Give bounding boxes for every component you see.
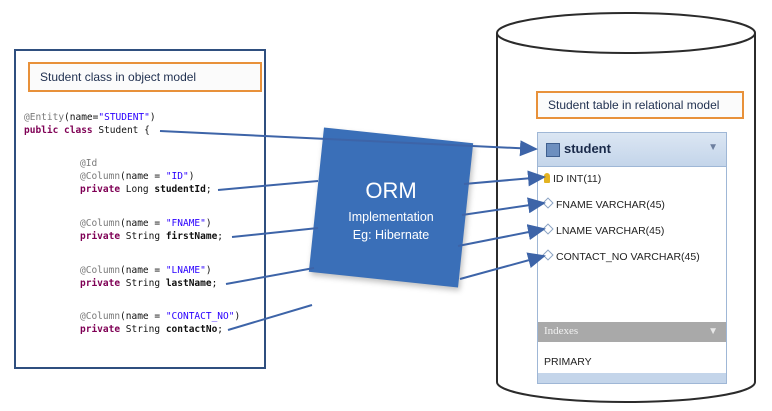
code-field-name: lastName bbox=[165, 278, 212, 289]
code-keyword: private bbox=[80, 231, 121, 242]
column-text: FNAME VARCHAR(45) bbox=[556, 199, 665, 211]
code-annotation: @Column bbox=[80, 265, 121, 276]
column-annotation-line: @Column(name = "CONTACT_NO") bbox=[80, 311, 240, 323]
code-text: ) bbox=[205, 265, 212, 276]
field-declaration-line: private String contactNo; bbox=[80, 324, 223, 336]
code-field-name: firstName bbox=[165, 231, 218, 242]
indexes-header: Indexes ▼ bbox=[538, 322, 726, 342]
arrow-id-to-orm bbox=[217, 180, 319, 191]
code-class-name: Student { bbox=[92, 125, 150, 136]
code-type: Long bbox=[120, 184, 155, 195]
class-declaration-line: public class Student { bbox=[24, 125, 150, 137]
code-type: String bbox=[120, 278, 166, 289]
code-string: "STUDENT" bbox=[98, 112, 150, 123]
code-string: "ID" bbox=[165, 171, 189, 182]
orm-implementation-label: Implementation bbox=[348, 210, 434, 224]
field-declaration-line: private String firstName; bbox=[80, 231, 223, 243]
column-text: CONTACT_NO VARCHAR(45) bbox=[556, 251, 700, 263]
arrow-orm-to-id bbox=[463, 170, 546, 187]
column-row: CONTACT_NO VARCHAR(45) bbox=[542, 249, 700, 263]
code-string: "CONTACT_NO" bbox=[165, 311, 235, 322]
relational-model-title: Student table in relational model bbox=[536, 91, 744, 119]
arrow-orm-to-fname bbox=[461, 197, 546, 216]
cylinder-top bbox=[496, 12, 756, 54]
code-keyword: private bbox=[80, 184, 121, 195]
key-icon bbox=[544, 173, 550, 183]
code-annotation: @Id bbox=[80, 158, 98, 169]
column-annotation-line: @Column(name = "LNAME") bbox=[80, 265, 212, 277]
code-string: "FNAME" bbox=[165, 218, 206, 229]
arrow-lname-to-orm bbox=[225, 267, 315, 285]
code-text: ) bbox=[149, 112, 156, 123]
object-model-panel bbox=[14, 49, 266, 369]
table-name: student bbox=[564, 141, 611, 156]
orm-subtitle: Implementation Eg: Hibernate bbox=[316, 208, 466, 244]
column-text: ID INT(11) bbox=[553, 173, 602, 185]
code-annotation: @Column bbox=[80, 311, 121, 322]
index-value: PRIMARY bbox=[544, 356, 592, 368]
column-annotation-line: @Column(name = "FNAME") bbox=[80, 218, 212, 230]
column-row: FNAME VARCHAR(45) bbox=[542, 197, 665, 211]
arrow-class-to-table bbox=[159, 130, 538, 157]
code-string: "LNAME" bbox=[165, 265, 206, 276]
column-row: ID INT(11) bbox=[544, 173, 601, 185]
chevron-down-icon[interactable]: ▼ bbox=[708, 326, 718, 337]
code-annotation: @Column bbox=[80, 218, 121, 229]
code-field-name: contactNo bbox=[165, 324, 218, 335]
code-text: ; bbox=[205, 184, 212, 195]
code-annotation: @Entity bbox=[24, 112, 65, 123]
code-text: ) bbox=[188, 171, 195, 182]
code-annotation: @Column bbox=[80, 171, 121, 182]
table-header: student ▼ bbox=[538, 133, 726, 167]
code-text: ; bbox=[217, 231, 224, 242]
object-model-title: Student class in object model bbox=[28, 62, 262, 92]
code-text: ; bbox=[217, 324, 224, 335]
column-text: LNAME VARCHAR(45) bbox=[556, 225, 665, 237]
table-icon bbox=[546, 143, 560, 157]
arrow-orm-to-contact bbox=[459, 252, 546, 280]
field-declaration-line: private Long studentId; bbox=[80, 184, 212, 196]
code-text: (name = bbox=[120, 218, 166, 229]
arrow-orm-to-lname bbox=[457, 224, 546, 247]
column-row: LNAME VARCHAR(45) bbox=[542, 223, 665, 237]
code-keyword: private bbox=[80, 278, 121, 289]
chevron-down-icon[interactable]: ▼ bbox=[708, 142, 718, 153]
student-table: student ▼ ID INT(11) FNAME VARCHAR(45) L… bbox=[537, 132, 727, 384]
indexes-label: Indexes bbox=[544, 325, 579, 337]
orm-example-label: Eg: Hibernate bbox=[352, 228, 430, 242]
column-annotation-line: @Column(name = "ID") bbox=[80, 171, 194, 183]
code-text: (name = bbox=[120, 311, 166, 322]
code-text: ) bbox=[234, 311, 241, 322]
code-type: String bbox=[120, 324, 166, 335]
code-type: String bbox=[120, 231, 166, 242]
code-field-name: studentId bbox=[154, 184, 206, 195]
id-annotation-line: @Id bbox=[80, 158, 97, 170]
code-keyword: private bbox=[80, 324, 121, 335]
code-text: ) bbox=[205, 218, 212, 229]
code-keyword: public class bbox=[24, 125, 93, 136]
arrow-contact-to-orm bbox=[227, 304, 313, 331]
code-text: (name= bbox=[64, 112, 99, 123]
code-text: (name = bbox=[120, 265, 166, 276]
arrow-fname-to-orm bbox=[231, 227, 319, 238]
code-text: (name = bbox=[120, 171, 166, 182]
table-footer bbox=[538, 373, 726, 383]
entity-annotation-line: @Entity(name="STUDENT") bbox=[24, 112, 156, 124]
orm-title: ORM bbox=[365, 178, 417, 203]
field-declaration-line: private String lastName; bbox=[80, 278, 217, 290]
code-text: ; bbox=[211, 278, 218, 289]
